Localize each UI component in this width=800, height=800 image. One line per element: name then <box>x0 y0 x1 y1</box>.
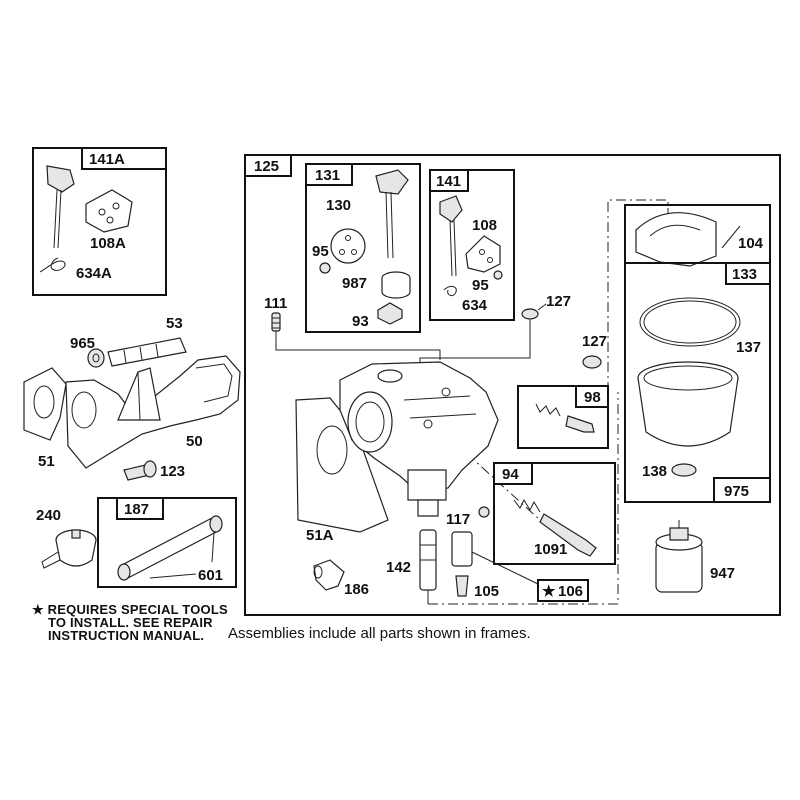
throttle-plate-141-part <box>465 235 501 273</box>
frame-label-125: 125 <box>254 158 279 175</box>
frame-141: 141 108 95 634 <box>429 169 515 321</box>
frame-label-131: 131 <box>315 167 340 184</box>
throttle-shaft-141-part <box>439 195 463 277</box>
label-634: 634 <box>462 297 488 314</box>
connector-line-bottom <box>428 392 619 605</box>
spring-634a-part <box>39 257 66 273</box>
seal-987-part <box>381 271 411 299</box>
frame-125: 125 <box>244 154 781 616</box>
assemblies-caption: Assemblies include all parts shown in fr… <box>228 625 531 642</box>
label-634a: 634A <box>76 265 112 282</box>
label-105: 105 <box>474 583 499 600</box>
label-127b: 127 <box>582 333 607 350</box>
connector-line-bowl <box>607 199 669 392</box>
clamp-104-part <box>635 212 741 267</box>
gasket-51a-part <box>295 397 389 533</box>
label-108: 108 <box>472 217 497 234</box>
washer-93-part <box>377 302 403 325</box>
gasket-137-part <box>639 297 741 347</box>
label-50: 50 <box>186 433 203 450</box>
throttle-shaft-part <box>46 165 75 249</box>
screw-123-part <box>123 460 157 481</box>
screw-117-part <box>478 506 490 518</box>
label-240: 240 <box>36 507 61 524</box>
frame-label-187: 187 <box>124 501 149 518</box>
frame-98: 98 <box>517 385 609 449</box>
frame-label-133: 133 <box>732 266 757 283</box>
solenoid-947-part <box>655 520 703 593</box>
carburetor-body-part <box>339 361 499 517</box>
frame-133: 133 <box>624 262 771 503</box>
screw-95b-part <box>493 270 503 280</box>
jet-105-part <box>451 531 473 597</box>
label-95a: 95 <box>312 243 329 260</box>
frame-187: 187 601 <box>97 497 237 588</box>
frame-label-141a: 141A <box>89 151 125 168</box>
label-93: 93 <box>352 313 369 330</box>
label-108a: 108A <box>90 235 126 252</box>
label-51a: 51A <box>306 527 334 544</box>
note-line-1: REQUIRES SPECIAL TOOLS <box>47 602 228 617</box>
leader-106 <box>471 551 539 585</box>
mixture-screw-94-part <box>513 498 597 557</box>
frame-94: 94 1091 <box>493 462 616 565</box>
intake-manifold-50-part <box>65 355 241 469</box>
gasket-51-part <box>23 367 67 441</box>
fuel-filter-240-part <box>41 529 97 569</box>
label-137: 137 <box>736 339 761 356</box>
fuel-line-187-part <box>117 515 223 581</box>
label-95b: 95 <box>472 277 489 294</box>
label-947: 947 <box>710 565 735 582</box>
frame-label-975: 975 <box>724 483 749 500</box>
special-tools-note: ★ REQUIRES SPECIAL TOOLS TO INSTALL. SEE… <box>32 603 228 642</box>
choke-shaft-part <box>375 169 409 259</box>
frame-label-141: 141 <box>436 173 461 190</box>
star-symbol-106: ★ <box>542 583 556 600</box>
label-142: 142 <box>386 559 411 576</box>
frame-141a: 141A 108A 634A <box>32 147 167 296</box>
label-601: 601 <box>198 567 223 584</box>
frame-label-98: 98 <box>584 389 601 406</box>
washer-138-part <box>671 463 697 477</box>
throttle-valve-part <box>85 189 133 233</box>
label-965: 965 <box>70 335 95 352</box>
frame-label-94: 94 <box>502 466 519 483</box>
frame-106: ★ 106 <box>537 579 589 602</box>
choke-plate-part <box>330 228 366 264</box>
label-186: 186 <box>344 581 369 598</box>
screw-95a-part <box>319 262 331 274</box>
star-symbol: ★ <box>32 602 44 617</box>
label-123: 123 <box>160 463 185 480</box>
label-104: 104 <box>738 235 764 252</box>
bowl-part <box>637 361 739 447</box>
idle-screw-98-part <box>535 403 595 433</box>
note-line-2: TO INSTALL. SEE REPAIR <box>48 615 213 630</box>
elbow-186-part <box>313 559 345 591</box>
label-51: 51 <box>38 453 55 470</box>
label-117: 117 <box>446 511 470 528</box>
label-127a: 127 <box>546 293 571 310</box>
tube-142-part <box>419 529 437 604</box>
frame-label-106: 106 <box>558 583 583 600</box>
label-1091: 1091 <box>534 541 567 558</box>
label-111: 111 <box>264 295 287 312</box>
label-987: 987 <box>342 275 367 292</box>
nut-965-part <box>87 348 105 368</box>
label-130: 130 <box>326 197 351 214</box>
frame-131: 131 130 95 987 93 <box>305 163 421 333</box>
fitting-53-part <box>107 337 187 367</box>
note-line-3: INSTRUCTION MANUAL. <box>48 628 205 643</box>
label-138: 138 <box>642 463 667 480</box>
washer-127b-part <box>582 355 602 369</box>
label-53: 53 <box>166 315 183 332</box>
spring-111-part <box>271 312 441 360</box>
spring-634-part <box>443 285 457 297</box>
frame-975: 975 <box>713 477 771 503</box>
